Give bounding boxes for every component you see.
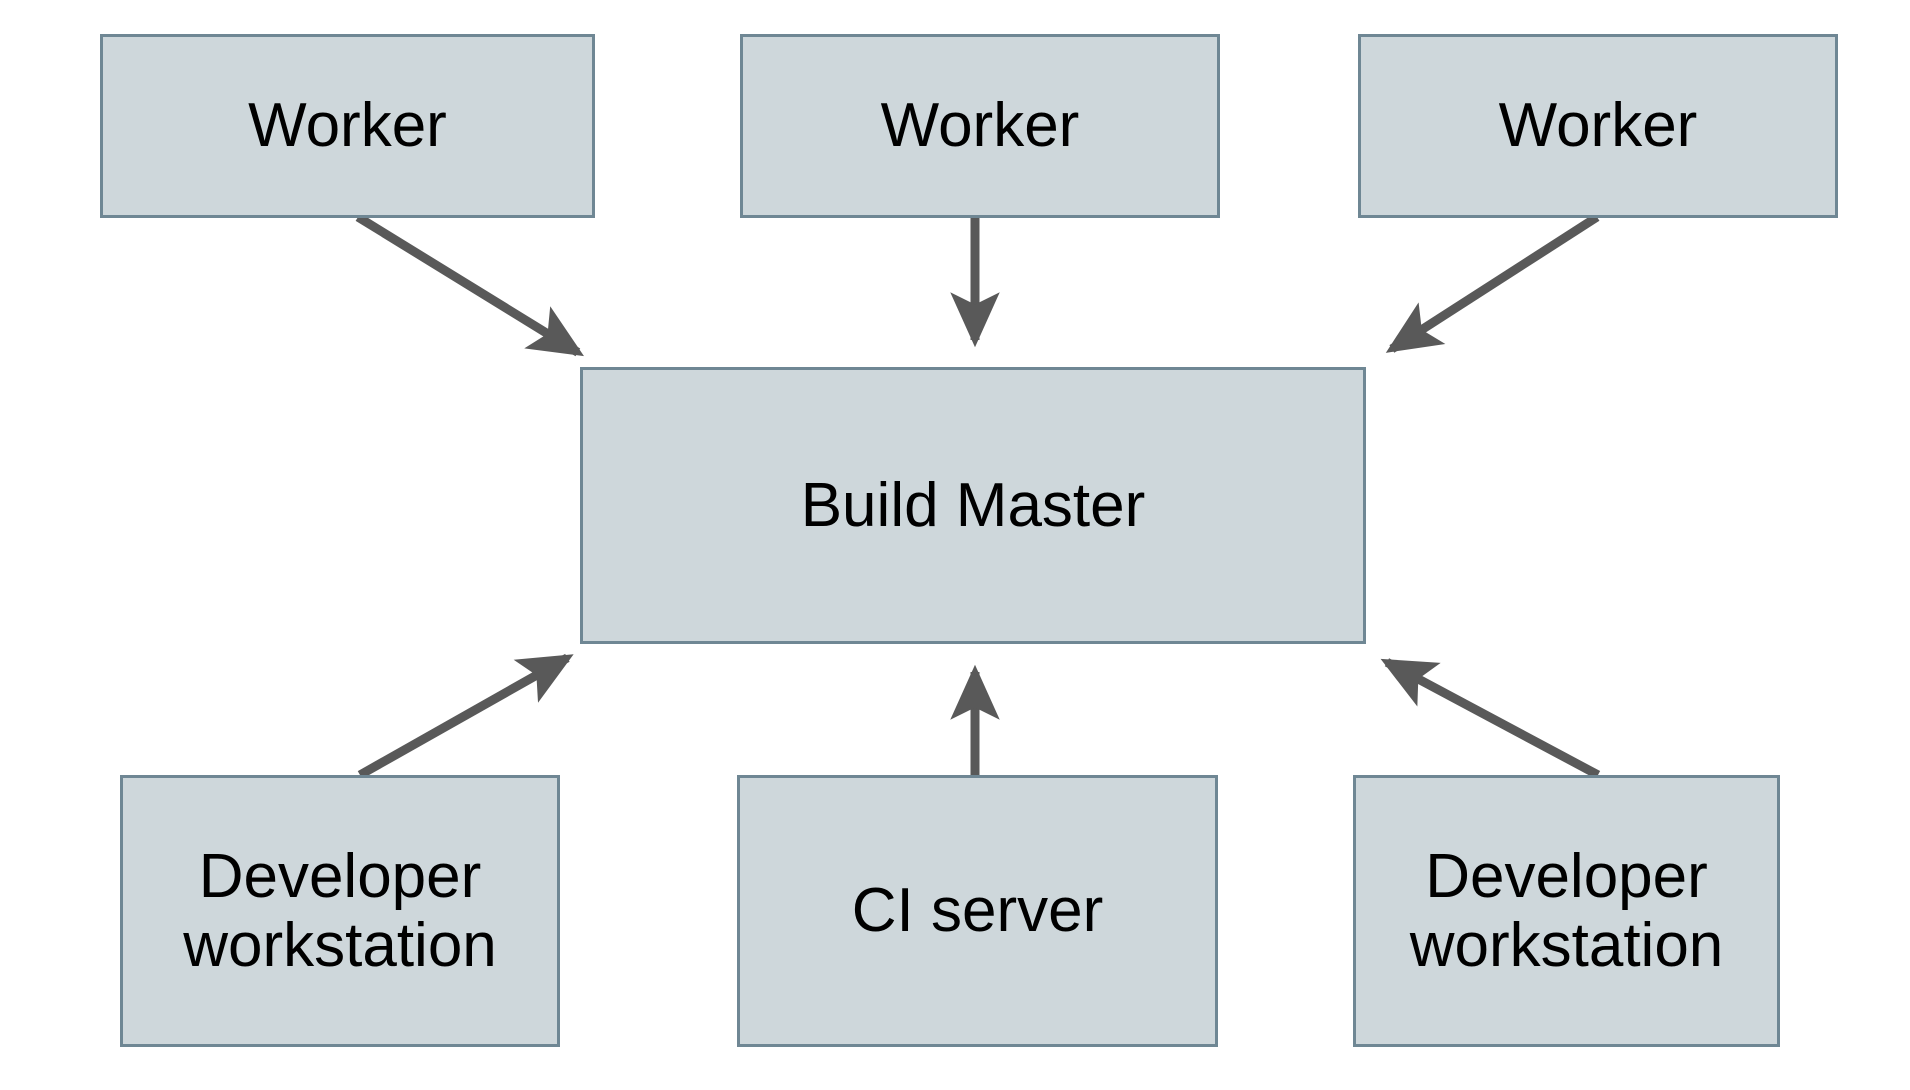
node-worker-right-label: Worker [1498,91,1698,161]
node-build-master[interactable]: Build Master [580,367,1366,644]
node-workstation-left-label: Developer workstation [183,841,497,980]
edge-workstation-left-to-master [357,653,574,779]
node-ci-server-label: CI server [851,876,1104,946]
node-workstation-right[interactable]: Developer workstation [1353,775,1780,1047]
edge-workstation-right-to-master [1380,658,1601,779]
node-worker-center[interactable]: Worker [740,34,1220,218]
node-workstation-left[interactable]: Developer workstation [120,775,560,1047]
node-ci-server[interactable]: CI server [737,775,1218,1047]
node-worker-left-label: Worker [248,91,447,161]
node-worker-left[interactable]: Worker [100,34,595,218]
node-worker-right[interactable]: Worker [1358,34,1838,218]
node-build-master-label: Build Master [800,470,1146,540]
edge-worker-right-to-master [1385,213,1600,353]
node-worker-center-label: Worker [880,91,1080,161]
node-workstation-right-label: Developer workstation [1409,841,1724,980]
edge-worker-left-to-master [355,213,584,357]
